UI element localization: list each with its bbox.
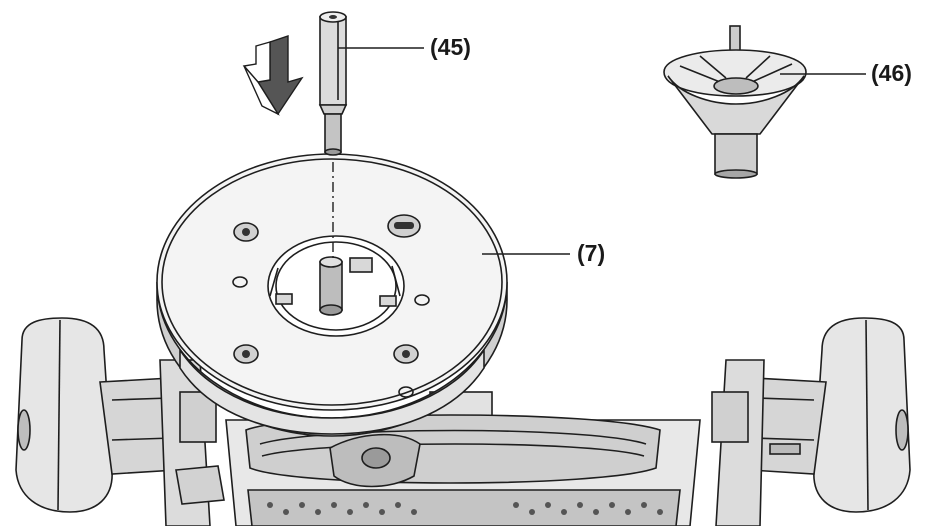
base-plate [156,153,508,437]
base-plate-screws [232,214,430,398]
down-arrow-icon [242,35,304,116]
right-handle [749,317,911,513]
motor-vent-dots [267,502,663,515]
left-handle [15,317,177,513]
centering-cone [663,25,807,179]
guide-pin [318,11,348,156]
callout-centering-cone: (46) [871,60,912,86]
callout-base-plate: (7) [577,240,606,266]
callout-leader-lines [338,47,866,255]
callout-guide-pin: (45) [430,34,471,60]
